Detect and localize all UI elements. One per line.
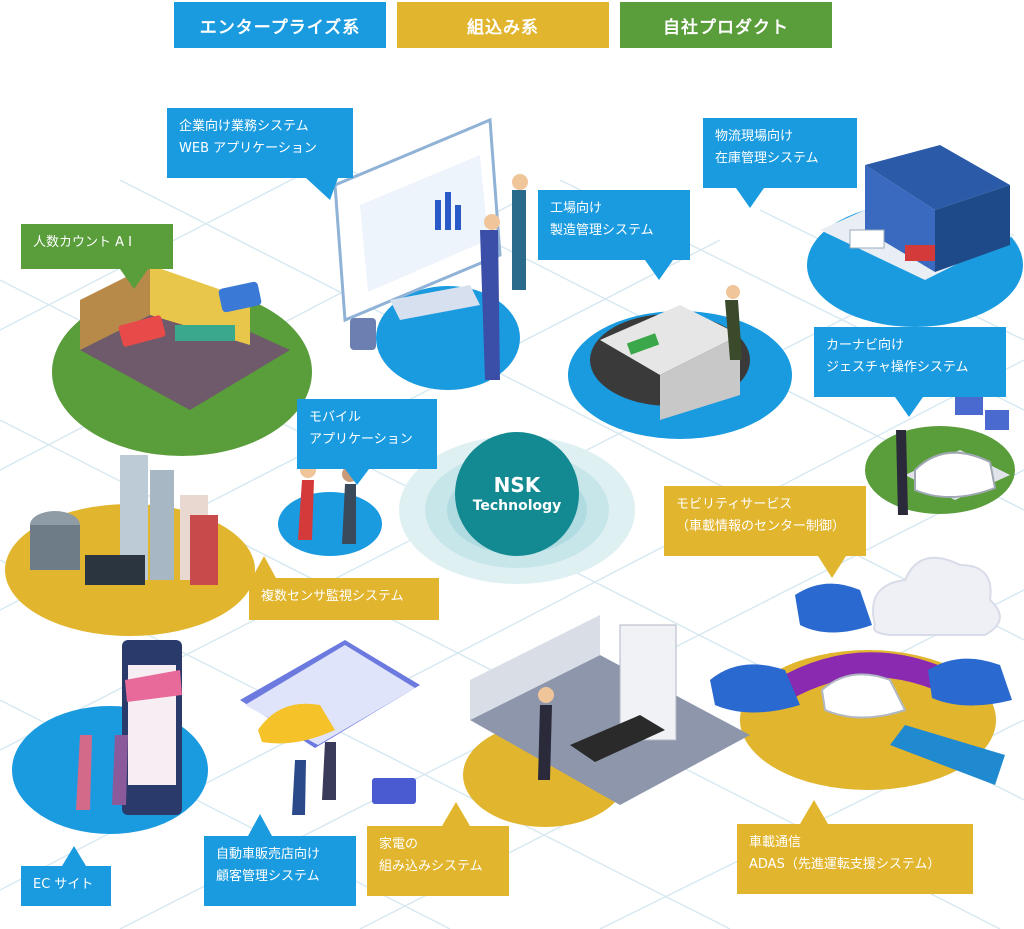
label-line: 在庫管理システム	[715, 151, 819, 166]
label-line: 複数センサ監視システム	[261, 589, 404, 604]
label-factory: 工場向け 製造管理システム	[538, 190, 690, 260]
label-car-dealer: 自動車販売店向け 顧客管理システム	[204, 836, 356, 906]
scene-factory	[568, 285, 792, 439]
label-line: カーナビ向け	[826, 338, 905, 353]
label-line: モビリティサービス	[676, 497, 793, 512]
label-line: 企業向け業務システム	[179, 119, 309, 134]
label-line: 車載通信	[749, 835, 802, 850]
label-people-count-ai: 人数カウント A I	[21, 224, 173, 269]
label-logistics: 物流現場向け 在庫管理システム	[703, 118, 857, 188]
label-line: 組み込みシステム	[379, 859, 483, 874]
label-line: ADAS（先進運転支援システム）	[749, 857, 941, 872]
scene-adas	[710, 583, 1012, 790]
label-tail	[895, 397, 923, 417]
label-mobile-app: モバイル アプリケーション	[297, 399, 437, 469]
label-car-navi: カーナビ向け ジェスチャ操作システム	[814, 327, 1006, 397]
cloud-graphic	[872, 556, 1001, 636]
label-tail	[252, 556, 276, 578]
label-line: 自動車販売店向け	[216, 847, 321, 862]
legend-embedded: 組込み系	[397, 2, 609, 48]
label-line: 顧客管理システム	[216, 869, 320, 884]
label-mobility: モビリティサービス （車載情報のセンター制御）	[664, 486, 866, 556]
label-tail	[120, 269, 148, 289]
center-rings	[399, 432, 635, 584]
scene-home-appliance	[463, 615, 750, 827]
label-line: 工場向け	[550, 201, 603, 216]
label-tail	[345, 469, 369, 485]
label-line: 物流現場向け	[715, 129, 794, 144]
label-line: ジェスチャ操作システム	[826, 360, 969, 375]
label-tail	[736, 188, 764, 208]
scene-logistics	[807, 145, 1023, 327]
scene-ec-site	[12, 640, 208, 834]
scene-shop-ai	[52, 265, 312, 456]
label-tail	[62, 846, 86, 866]
center-circle	[455, 432, 579, 556]
label-enterprise-web: 企業向け業務システム WEB アプリケーション	[167, 108, 353, 178]
label-line: （車載情報のセンター制御）	[676, 519, 846, 534]
center-logo: NSK Technology	[455, 432, 579, 556]
label-tail	[645, 260, 673, 280]
label-home-appliance: 家電の 組み込みシステム	[367, 826, 509, 896]
label-line: アプリケーション	[309, 432, 413, 447]
label-line: 人数カウント A I	[33, 235, 132, 250]
label-line: WEB アプリケーション	[179, 141, 317, 156]
label-tail	[800, 800, 828, 824]
scene-plant	[5, 455, 255, 636]
label-adas: 車載通信 ADAS（先進運転支援システム）	[737, 824, 973, 894]
scene-car-dealer	[240, 640, 420, 815]
label-line: EC サイト	[33, 877, 94, 892]
label-line: 製造管理システム	[550, 223, 654, 238]
label-tail	[442, 802, 470, 826]
scene-enterprise-web	[333, 117, 528, 390]
label-ec-site: EC サイト	[21, 866, 111, 906]
center-line2: Technology	[472, 498, 562, 514]
label-tail	[248, 814, 272, 836]
label-line: 家電の	[379, 837, 419, 852]
center-line1: NSK	[493, 473, 541, 497]
legend-enterprise: エンタープライズ系	[174, 2, 386, 48]
label-multi-sensor: 複数センサ監視システム	[249, 578, 439, 620]
legend-product: 自社プロダクト	[620, 2, 832, 48]
label-tail	[818, 556, 846, 578]
scene-car-navi	[865, 395, 1015, 515]
label-line: モバイル	[309, 410, 362, 425]
